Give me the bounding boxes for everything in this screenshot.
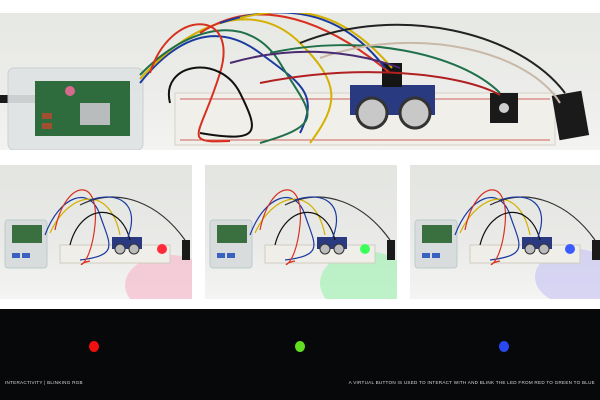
red-indicator-dot [89, 341, 99, 352]
thumbnail-green-led [205, 165, 397, 299]
thumbnail-green-illustration [209, 189, 397, 299]
thumbnail-red-illustration [4, 189, 192, 299]
blue-indicator-dot [499, 341, 509, 352]
caption-band [0, 309, 600, 400]
hero-circuit-illustration [0, 13, 590, 150]
green-indicator-dot [295, 341, 305, 352]
section-title-caption: Interactivity | Blinking RGB [5, 380, 83, 385]
description-caption: A virtual button is used to interact wit… [348, 380, 595, 385]
thumbnail-blue-illustration [414, 189, 600, 299]
hero-photo [0, 13, 600, 150]
thumbnail-red-led [0, 165, 192, 299]
thumbnail-blue-led [410, 165, 600, 299]
